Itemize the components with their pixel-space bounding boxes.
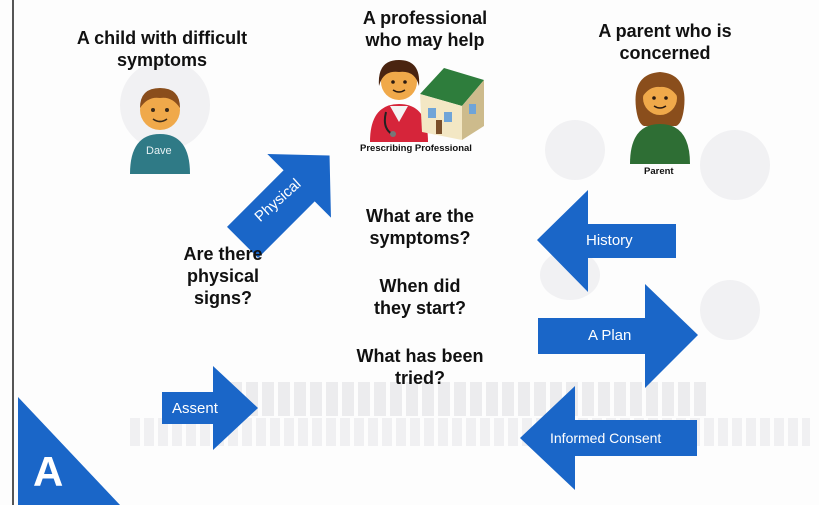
assent-label: Assent <box>172 400 218 417</box>
consent-label: Informed Consent <box>550 430 662 446</box>
page-edge <box>12 0 14 505</box>
question-physical-signs: Are there physical signs? <box>183 244 263 308</box>
question-symptoms: What are the symptoms? <box>365 206 475 248</box>
question-tried: What has been tried? <box>356 346 484 388</box>
plan-label: A Plan <box>588 327 632 344</box>
history-label: History <box>586 232 633 249</box>
history-arrow <box>537 190 676 292</box>
consent-arrow <box>520 386 697 490</box>
question-start: When did they start? <box>373 276 467 318</box>
corner-triangle <box>18 397 120 505</box>
background-shape <box>700 130 770 200</box>
physical-arrow <box>227 154 331 258</box>
parent-name-tag: Parent <box>644 166 674 177</box>
child-name-tag: Dave <box>146 145 172 157</box>
child-avatar-icon <box>126 80 194 174</box>
professional-name-tag: Prescribing Professional <box>360 143 472 154</box>
background-shape <box>700 280 760 340</box>
professional-caption: A professional who may help <box>362 8 488 50</box>
background-text <box>230 382 710 416</box>
child-caption: A child with difficult symptoms <box>76 28 248 70</box>
corner-badge: A <box>33 448 64 495</box>
background-shape <box>545 120 605 180</box>
professional-avatar-icon <box>368 52 430 142</box>
assent-arrow <box>162 366 258 450</box>
parent-caption: A parent who is concerned <box>598 21 732 63</box>
parent-avatar-icon <box>628 64 692 164</box>
house-icon <box>414 60 490 142</box>
plan-arrow <box>538 284 698 388</box>
